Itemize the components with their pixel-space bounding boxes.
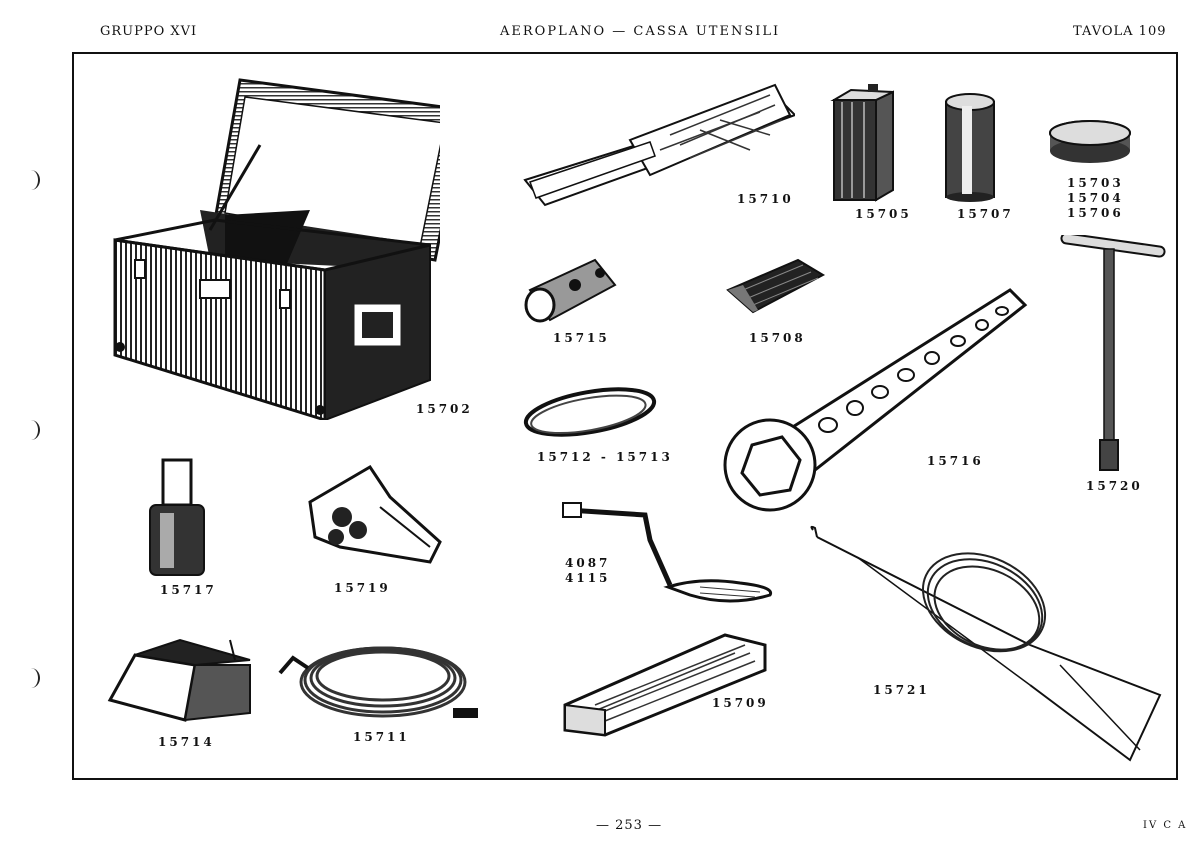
label-15717: 15717 (160, 583, 217, 597)
label-15712-15713: 15712 - 15713 (537, 450, 673, 464)
plate-frame (72, 52, 1178, 780)
label-15721: 15721 (873, 683, 930, 697)
clamp-tool-illustration (308, 464, 442, 564)
label-tin-numbers: 15703 15704 15706 (1067, 176, 1124, 221)
label-15705: 15705 (855, 207, 912, 221)
label-15707: 15707 (957, 207, 1014, 221)
label-crank-numbers: 4087 4115 (565, 556, 610, 586)
plate-number: TAVOLA 109 (1073, 24, 1167, 39)
round-tin-illustration (1049, 120, 1131, 163)
round-oil-can-illustration (945, 93, 995, 202)
roll-kit-illustration (563, 633, 767, 737)
square-oil-can-illustration (830, 84, 894, 202)
label-15711: 15711 (353, 730, 410, 744)
spark-plug-tool-illustration (149, 458, 205, 576)
label-15720: 15720 (1086, 479, 1143, 493)
label-4115: 4115 (565, 571, 611, 585)
tool-box-illustration (113, 78, 440, 420)
page-number: — 253 — (596, 818, 663, 833)
label-15719: 15719 (334, 581, 391, 595)
starting-crank-illustration (562, 502, 773, 603)
punch-hole-mark (22, 420, 40, 440)
label-15702: 15702 (416, 402, 473, 416)
punch-hole-mark (22, 170, 40, 190)
label-15704: 15704 (1067, 191, 1124, 205)
group-title: GRUPPO XVI (100, 24, 198, 39)
tray-illustration (523, 83, 795, 207)
punch-hole-mark (22, 668, 40, 688)
socket-wrench-illustration (524, 258, 617, 323)
label-15715: 15715 (553, 331, 610, 345)
hose-coil-illustration (278, 646, 478, 718)
box-spanner-illustration (723, 288, 1028, 512)
wire-coil-illustration (810, 525, 1162, 762)
funnel-box-illustration (107, 638, 251, 722)
label-15708: 15708 (749, 331, 806, 345)
label-15714: 15714 (158, 735, 215, 749)
label-15716: 15716 (927, 454, 984, 468)
label-15709: 15709 (712, 696, 769, 710)
label-15703: 15703 (1067, 176, 1124, 190)
t-wrench-illustration (1060, 235, 1166, 471)
gasket-rings-illustration (523, 387, 657, 437)
printer-mark: IV C A (1143, 820, 1188, 831)
page-title: AEROPLANO — CASSA UTENSILI (500, 24, 781, 39)
label-15706: 15706 (1067, 206, 1124, 220)
label-4087: 4087 (565, 556, 611, 570)
brush-illustration (726, 258, 826, 314)
label-15710: 15710 (737, 192, 794, 206)
